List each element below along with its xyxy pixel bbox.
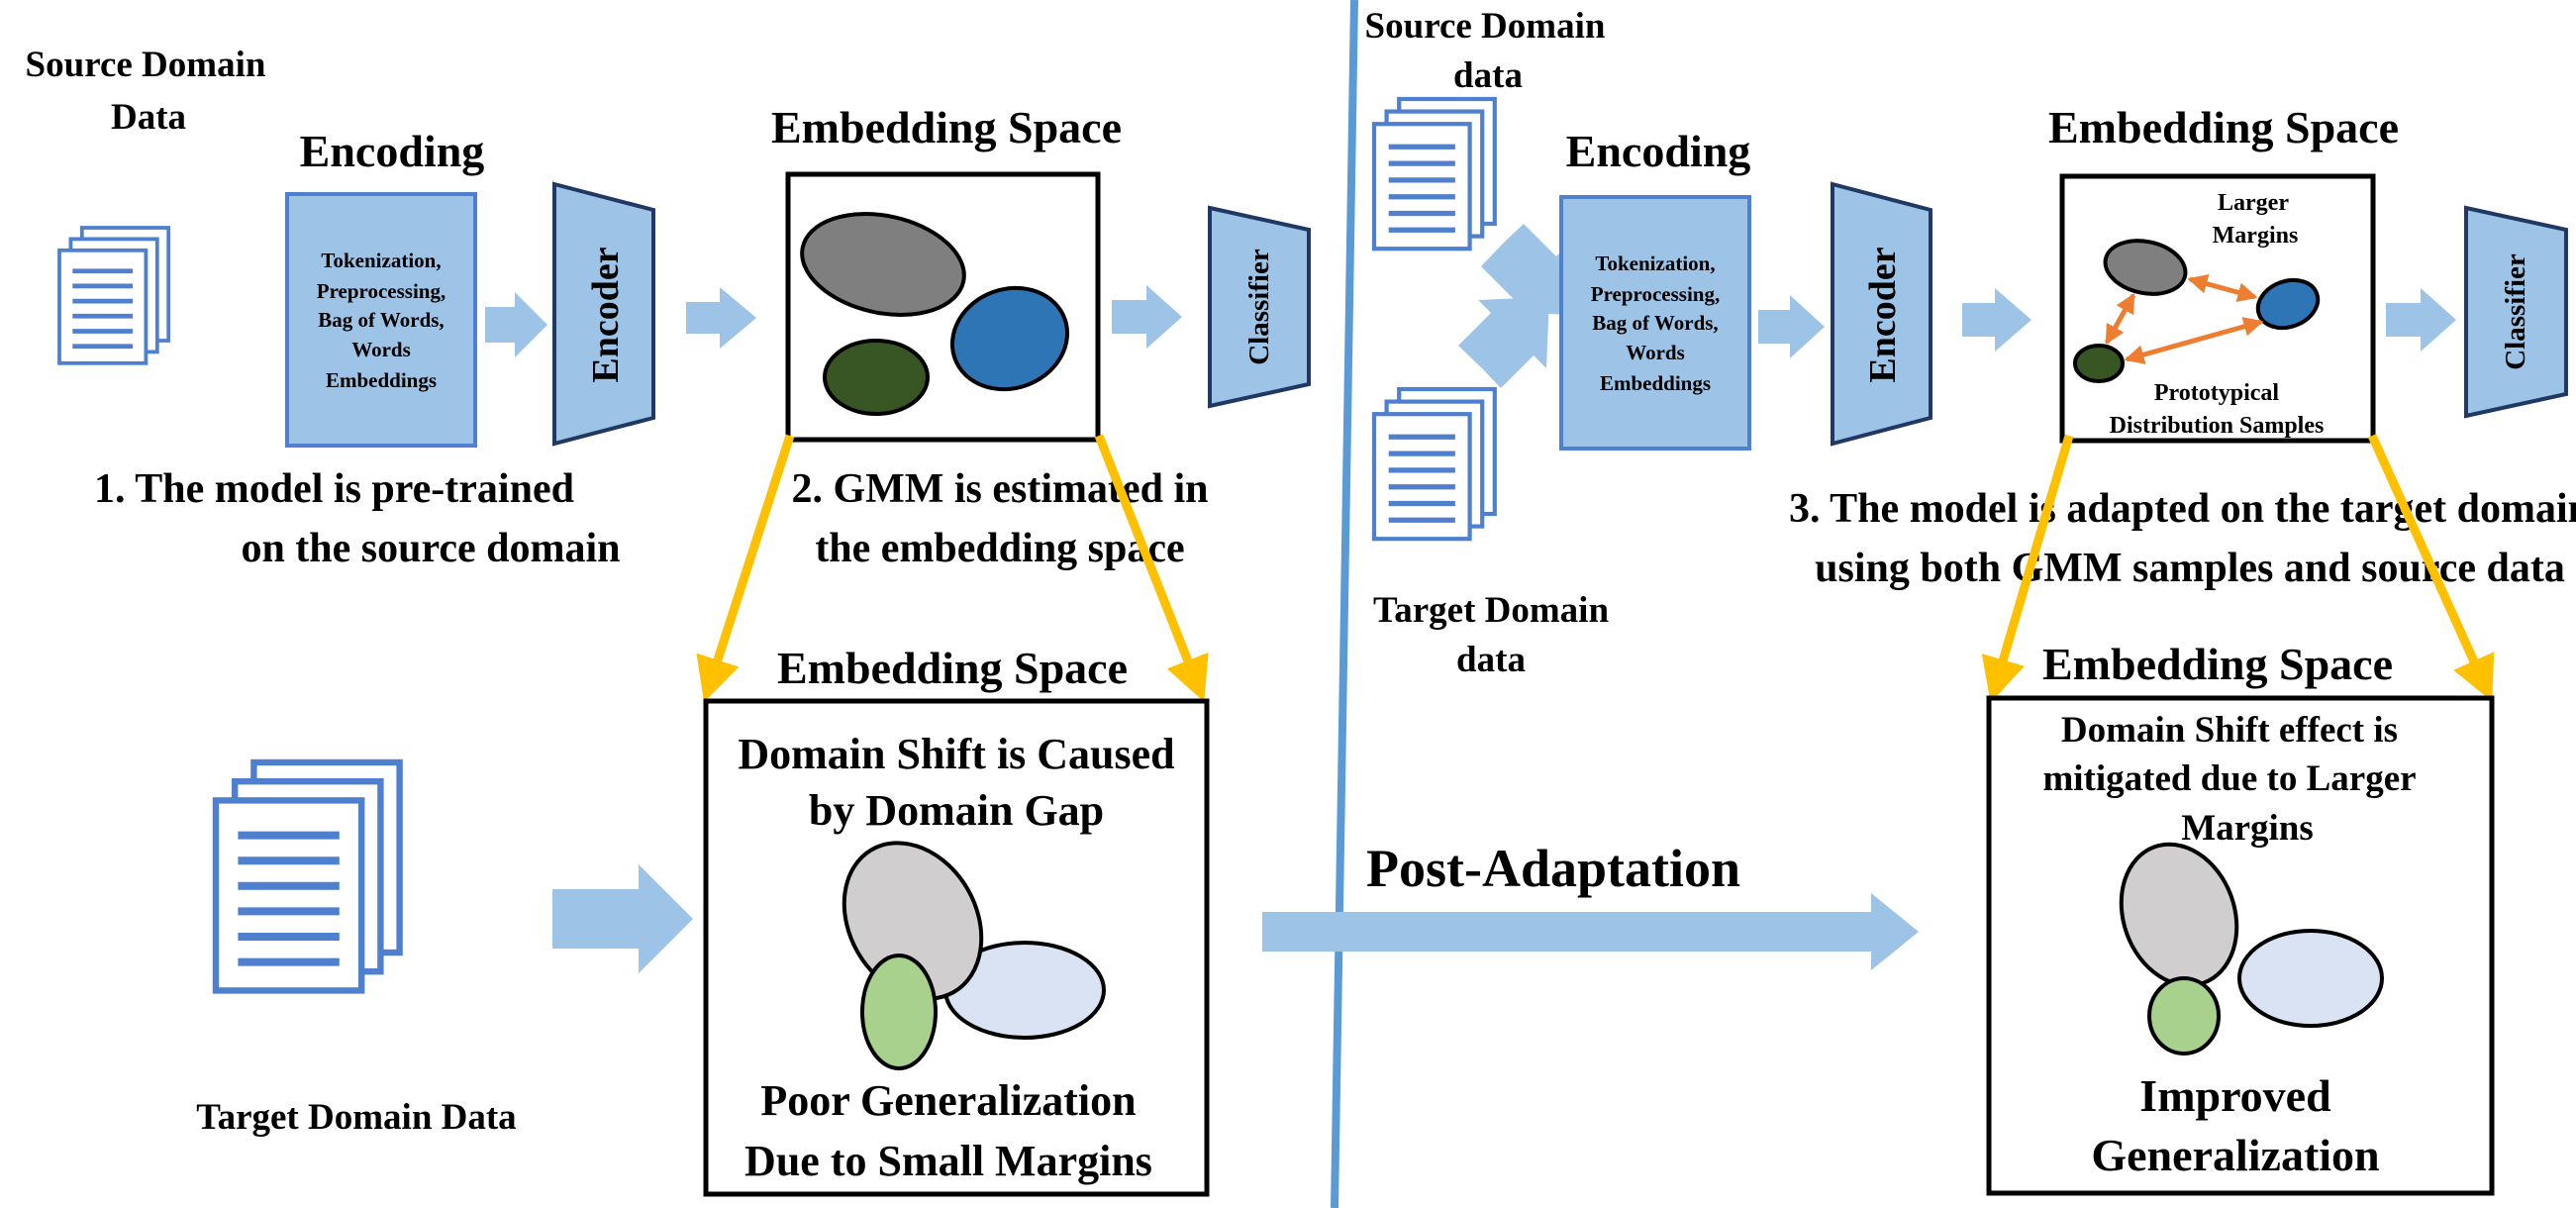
left-encoding-title: Encoding <box>300 126 485 176</box>
right-margin-arrow-gray-green <box>2104 292 2136 346</box>
right-preprocess-line: Words <box>1626 341 1685 364</box>
left-cluster-green <box>823 339 930 416</box>
left-cluster-blue <box>949 285 1070 392</box>
left-step1-line2: on the source domain <box>241 526 620 571</box>
left-target-document-icon <box>216 762 400 990</box>
right-arrow-source-to-preprocess <box>1481 224 1572 315</box>
right-source-label-line1: Source Domain <box>1365 6 1606 47</box>
right-step3-line2: using both GMM samples and source data <box>1815 546 2565 591</box>
left-source-label-line2: Data <box>111 97 186 138</box>
right-bottom-cluster-lightgreen <box>2147 976 2221 1056</box>
right-arrow-encoder-to-embedding <box>1962 288 2031 352</box>
right-bottom-top-line3: Margins <box>2181 808 2314 849</box>
left-embedding-title: Embedding Space <box>771 102 1122 152</box>
right-prototypical-label-line2: Distribution Samples <box>2110 413 2325 439</box>
right-gold-arrow-left <box>1981 434 2074 703</box>
right-preprocess-line: Embeddings <box>1600 371 1711 395</box>
left-preprocess-line: Bag of Words, <box>318 308 444 332</box>
left-preprocess-line: Words <box>351 338 411 361</box>
left-bottom-bottom-line1: Poor Generalization <box>760 1076 1136 1125</box>
right-gold-arrow-right <box>2367 434 2495 702</box>
right-cluster-green <box>2073 344 2125 383</box>
left-bottom-bottom-line2: Due to Small Margins <box>744 1137 1152 1185</box>
right-step3-line1: 3. The model is adapted on the target do… <box>1789 486 2576 532</box>
right-bottom-top-line1: Domain Shift effect is <box>2061 710 2398 751</box>
left-source-label-line1: Source Domain <box>26 45 266 85</box>
post-adaptation-arrow <box>1262 893 1919 970</box>
right-arrow-embedding-to-classifier <box>2386 288 2456 352</box>
left-bottom-top-line2: by Domain Gap <box>809 786 1104 835</box>
left-bottom-cluster-lightgreen <box>860 954 938 1070</box>
right-encoder-label: Encoder <box>1862 247 1904 382</box>
right-classifier-trapezoid <box>2464 205 2568 419</box>
right-margin-arrow-green-blue <box>2124 317 2264 364</box>
right-bottom-bottom-line1: Improved <box>2139 1070 2331 1121</box>
left-encoder-label: Encoder <box>585 247 627 382</box>
left-target-label: Target Domain Data <box>196 1097 516 1138</box>
right-classifier-label: Classifier <box>2500 253 2531 370</box>
right-margin-arrow-gray-blue <box>2187 273 2258 303</box>
right-bottom-cluster-lightblue <box>2237 929 2384 1028</box>
right-source-label-line2: data <box>1453 55 1523 96</box>
right-arrow-target-to-preprocess <box>1458 297 1549 388</box>
right-bottom-bottom-line2: Generalization <box>2091 1130 2379 1180</box>
left-encoder-trapezoid <box>552 181 655 447</box>
right-bottom-top-line2: mitigated due to Larger <box>2042 758 2416 799</box>
right-encoder-trapezoid <box>1831 181 1932 447</box>
right-preprocess-line: Bag of Words, <box>1592 311 1718 335</box>
left-bottom-top-line1: Domain Shift is Caused <box>738 730 1174 778</box>
left-arrow-embedding-to-classifier <box>1112 285 1182 349</box>
right-margins-label-line1: Larger <box>2218 190 2289 216</box>
right-margins-label-line2: Margins <box>2213 223 2299 249</box>
left-arrow-preprocess-to-encoder <box>485 292 547 357</box>
left-bottom-cluster-lightgray <box>842 841 984 1001</box>
right-preprocess-line: Tokenization, <box>1595 252 1715 275</box>
left-arrow-target-to-embedding <box>552 864 693 973</box>
right-bottom-embedding-box <box>1986 695 2495 1196</box>
right-arrow-preprocess-to-encoder <box>1758 295 1825 358</box>
right-source-document-icon <box>1374 99 1495 249</box>
post-adaptation-label: Post-Adaptation <box>1366 839 1740 898</box>
right-target-label-line1: Target Domain <box>1373 590 1610 631</box>
left-source-document-icon <box>59 228 168 363</box>
left-preprocess-text: Tokenization, Preprocessing, Bag of Word… <box>317 249 446 392</box>
right-bottom-embedding-title: Embedding Space <box>2042 639 2393 689</box>
left-preprocess-box <box>285 192 477 448</box>
left-gold-arrow-left <box>696 434 795 703</box>
left-bottom-embedding-title: Embedding Space <box>777 643 1128 693</box>
right-preprocess-line: Preprocessing, <box>1591 282 1720 306</box>
left-preprocess-line: Tokenization, <box>321 249 441 272</box>
right-prototypical-label-line1: Prototypical <box>2154 380 2280 406</box>
right-preprocess-box <box>1559 195 1751 451</box>
left-arrow-encoder-to-embedding <box>686 287 756 349</box>
left-classifier-label: Classifier <box>1243 249 1275 365</box>
right-target-document-icon <box>1374 389 1495 539</box>
right-cluster-gray <box>2103 239 2188 296</box>
right-embedding-title: Embedding Space <box>2048 102 2399 152</box>
right-cluster-blue <box>2255 277 2321 331</box>
left-classifier-trapezoid <box>1208 205 1311 409</box>
left-gold-arrow-right <box>1094 434 1209 702</box>
left-cluster-gray <box>800 212 966 317</box>
left-step1-line1: 1. The model is pre-trained <box>94 466 574 512</box>
left-preprocess-line: Embeddings <box>326 368 437 392</box>
right-preprocess-text: Tokenization, Preprocessing, Bag of Word… <box>1591 252 1720 395</box>
right-encoding-title: Encoding <box>1566 126 1751 176</box>
panel-divider <box>1331 0 1358 1208</box>
left-step2-line1: 2. GMM is estimated in <box>791 466 1208 512</box>
right-target-label-line2: data <box>1456 640 1526 680</box>
left-step2-line2: the embedding space <box>815 526 1184 571</box>
left-preprocess-line: Preprocessing, <box>317 279 446 303</box>
